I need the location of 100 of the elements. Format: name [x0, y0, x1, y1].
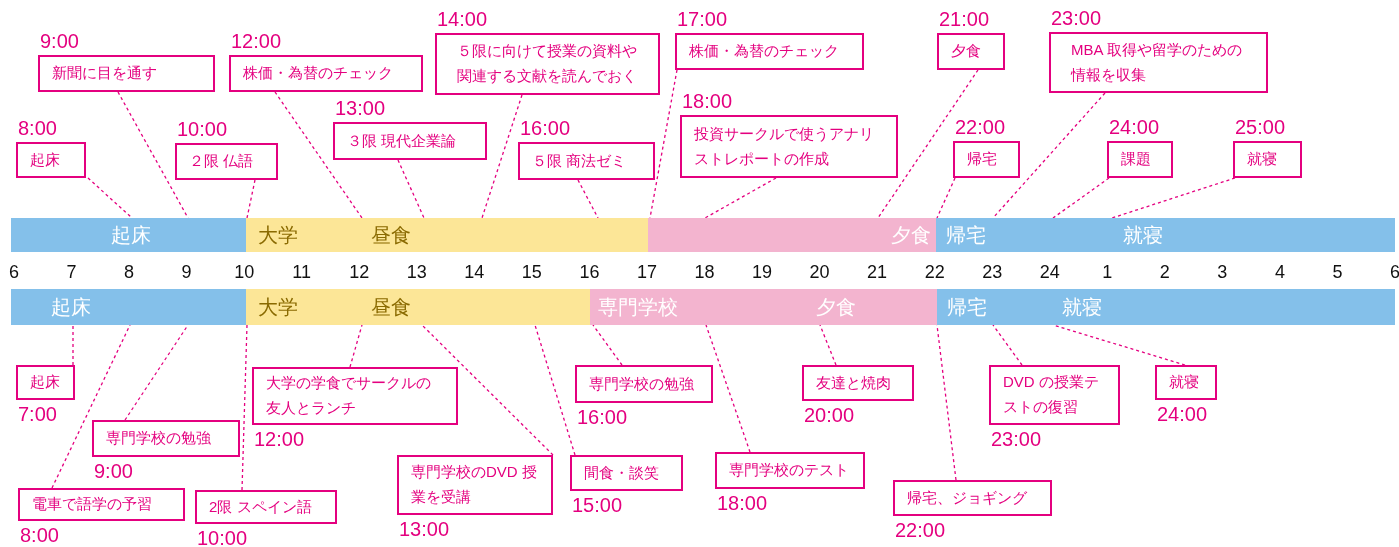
callout-box: 大学の学食でサークルの友人とランチ	[252, 367, 458, 425]
callout-box: ５限 商法ゼミ	[518, 142, 655, 180]
leader-line	[349, 324, 363, 368]
hour-tick-label: 9	[181, 262, 192, 282]
leader-line	[246, 179, 256, 219]
callout-box: 株価・為替のチェック	[675, 33, 864, 70]
time-label: 16:00	[577, 406, 628, 428]
time-label: 24:00	[1109, 116, 1160, 138]
hour-tick-label: 24	[1039, 262, 1060, 282]
callout-box: 課題	[1107, 141, 1173, 178]
band-label: 就寝	[1062, 296, 1102, 318]
band-label: 起床	[111, 224, 151, 246]
band-label: 帰宅	[946, 224, 986, 246]
callout-box: 2限 スペイン語	[195, 490, 337, 524]
timeline-band	[937, 289, 1395, 325]
time-label: 13:00	[335, 97, 386, 119]
timeline-band	[246, 218, 648, 252]
leader-line	[397, 159, 425, 219]
hour-tick-label: 18	[694, 262, 715, 282]
callout-box: MBA 取得や留学のための情報を収集	[1049, 32, 1268, 93]
band-label: 昼食	[371, 224, 411, 246]
hour-tick-label: 14	[464, 262, 485, 282]
hour-tick-label: 19	[752, 262, 773, 282]
callout-box: 帰宅、ジョギング	[893, 480, 1052, 516]
hour-tick-label: 11	[292, 262, 312, 282]
hour-tick-label: 13	[406, 262, 427, 282]
hour-tick-label: 6	[1390, 262, 1399, 282]
hour-tick-label: 2	[1159, 262, 1170, 282]
hour-tick-label: 8	[124, 262, 135, 282]
timeline-band	[590, 289, 937, 325]
hour-tick-label: 21	[867, 262, 888, 282]
hour-tick-label: 16	[579, 262, 600, 282]
timeline-band	[11, 218, 246, 252]
callout-box: 就寝	[1155, 365, 1217, 400]
hour-tick-label: 20	[809, 262, 830, 282]
time-label: 7:00	[18, 403, 57, 425]
time-label: 8:00	[20, 524, 59, 546]
time-label: 14:00	[437, 8, 488, 30]
callout-box: 専門学校のテスト	[715, 452, 865, 489]
hour-tick-label: 3	[1217, 262, 1228, 282]
leader-line	[87, 177, 133, 219]
hour-tick-label: 15	[521, 262, 542, 282]
callout-box: 投資サークルで使うアナリストレポートの作成	[680, 115, 898, 178]
callout-box: 専門学校のDVD 授業を受講	[397, 455, 553, 515]
leader-line	[705, 324, 751, 453]
time-label: 16:00	[520, 117, 571, 139]
callout-box: 専門学校の勉強	[92, 420, 240, 457]
callout-box: 夕食	[937, 33, 1005, 70]
time-label: 23:00	[1051, 7, 1102, 29]
leader-line	[877, 69, 979, 219]
band-label: 夕食	[891, 224, 931, 246]
callout-box: 帰宅	[953, 141, 1020, 178]
callout-box: ２限 仏語	[175, 143, 278, 180]
timeline-band	[11, 289, 246, 325]
leader-line	[992, 92, 1106, 219]
time-label: 18:00	[717, 492, 768, 514]
hour-tick-label: 7	[66, 262, 77, 282]
time-label: 12:00	[254, 428, 305, 450]
hour-tick-label: 5	[1332, 262, 1343, 282]
band-label: 就寝	[1123, 224, 1163, 246]
callout-box: 起床	[16, 365, 75, 400]
hour-tick-label: 10	[234, 262, 255, 282]
callout-box: 株価・為替のチェック	[229, 55, 423, 92]
time-label: 20:00	[804, 404, 855, 426]
callout-box: 新聞に目を通す	[38, 55, 215, 92]
band-label: 大学	[258, 296, 298, 318]
callout-box: 間食・談笑	[570, 455, 683, 491]
hour-tick-label: 23	[982, 262, 1003, 282]
leader-line	[649, 69, 678, 219]
hour-tick-label: 22	[924, 262, 945, 282]
time-label: 9:00	[94, 460, 133, 482]
leader-line	[1052, 177, 1110, 219]
hour-tick-label: 6	[9, 262, 19, 282]
time-label: 21:00	[939, 8, 990, 30]
timeline-band	[648, 218, 936, 252]
hour-tick-label: 1	[1102, 262, 1113, 282]
leader-line	[481, 94, 523, 219]
leader-line	[1111, 177, 1236, 219]
band-label: 夕食	[816, 296, 856, 318]
callout-box: 電車で語学の予習	[18, 488, 185, 521]
timeline-band	[936, 218, 1395, 252]
time-label: 13:00	[399, 518, 450, 540]
time-label: 15:00	[572, 494, 623, 516]
time-label: 10:00	[197, 527, 248, 547]
callout-box: ５限に向けて授業の資料や関連する文献を読んでおく	[435, 33, 660, 95]
hour-tick-label: 12	[349, 262, 370, 282]
leader-line	[704, 177, 777, 219]
leader-line	[592, 324, 623, 366]
callout-box: ３限 現代企業論	[333, 122, 487, 160]
band-label: 専門学校	[598, 296, 678, 318]
band-label: 帰宅	[947, 296, 987, 318]
time-label: 12:00	[231, 30, 282, 52]
hour-tick-label: 4	[1274, 262, 1285, 282]
leader-line	[577, 179, 599, 219]
time-label: 18:00	[682, 90, 733, 112]
leader-line	[936, 177, 956, 219]
hour-tick-label: 17	[636, 262, 657, 282]
leader-line	[274, 91, 363, 219]
time-label: 23:00	[991, 428, 1042, 450]
time-label: 22:00	[895, 519, 946, 541]
